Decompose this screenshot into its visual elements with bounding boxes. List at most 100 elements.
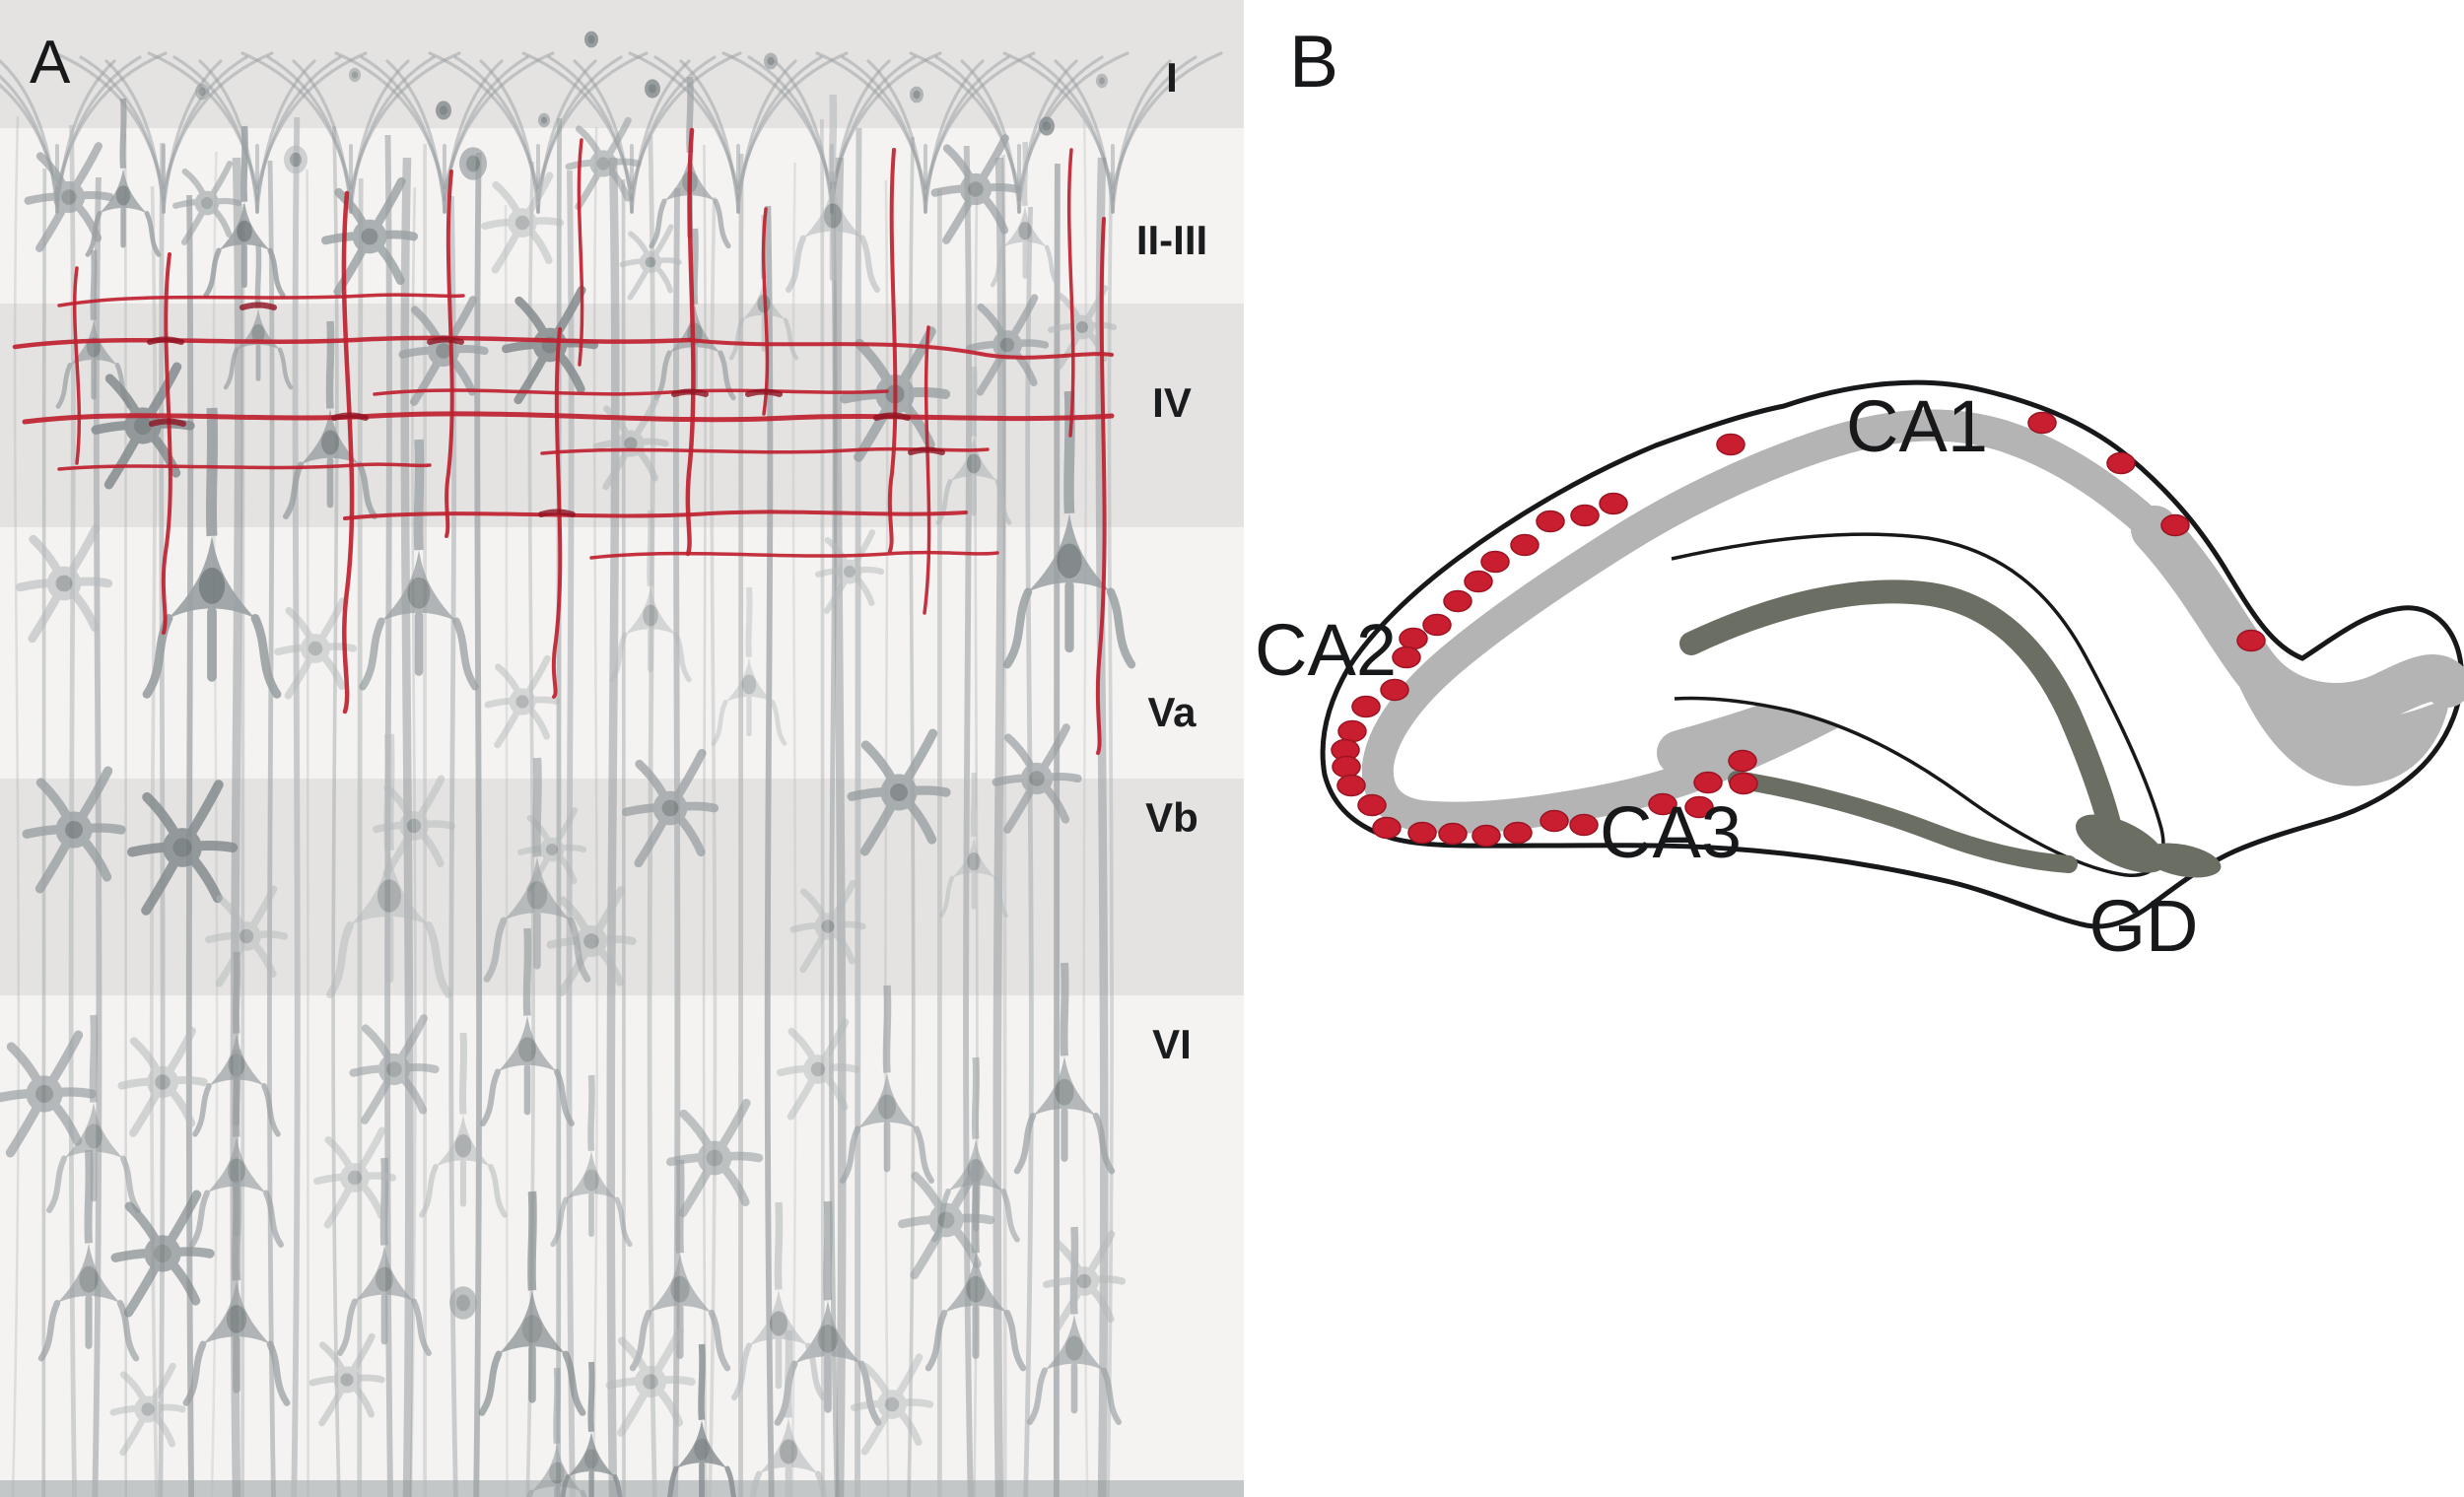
nucleus: [643, 1374, 658, 1390]
red-dot: [1693, 771, 1723, 794]
pyramidal-neuron: [37, 1149, 140, 1362]
stellate-neuron: [0, 1030, 97, 1158]
nucleus: [155, 1074, 171, 1090]
red-dot: [1510, 533, 1540, 557]
stellate-neuron: [897, 1160, 995, 1280]
pyramidal-neuron: [526, 1367, 587, 1497]
nucleus: [596, 157, 610, 170]
nucleus: [237, 220, 252, 242]
layer-label-I: I: [1166, 54, 1178, 101]
pyramidal-neuron: [750, 1329, 827, 1497]
region-label-GD: GD: [2089, 885, 2199, 967]
nucleus: [377, 879, 401, 913]
pyramidal-neuron: [478, 1191, 586, 1416]
nucleus: [154, 1245, 171, 1262]
nucleus: [321, 430, 339, 455]
pyramidal-neuron: [483, 757, 591, 983]
nucleus: [583, 1169, 599, 1191]
nucleus: [347, 1170, 363, 1186]
region-label-CA1: CA1: [1846, 385, 1988, 467]
nucleus: [515, 695, 529, 709]
stellate-neuron: [22, 766, 126, 894]
nucleus: [967, 851, 981, 871]
pyramidal-neuron: [419, 1032, 508, 1218]
nucleus: [643, 604, 658, 627]
red-dot: [1480, 550, 1510, 574]
nucleus: [817, 1325, 839, 1353]
nucleus: [386, 1061, 402, 1077]
nucleus: [308, 641, 323, 656]
stellate-neuron: [1043, 1230, 1127, 1332]
red-dot: [1336, 774, 1366, 797]
stellate-neuron: [850, 1353, 934, 1456]
stellate-neuron: [117, 1027, 208, 1137]
neuron-somas: [0, 31, 1136, 1497]
nucleus: [251, 323, 265, 343]
red-dot: [1332, 755, 1361, 779]
nucleus: [878, 1094, 896, 1120]
red-dot: [1728, 749, 1757, 773]
stellate-neuron: [349, 1014, 440, 1124]
small-cell: [584, 31, 598, 48]
nucleus: [583, 933, 599, 949]
nucleus: [436, 343, 451, 359]
dentate-granule-layer: [1679, 579, 2222, 878]
red-dot: [1422, 613, 1452, 637]
stellate-neuron: [605, 1327, 696, 1437]
layer-label-Vb: Vb: [1145, 794, 1198, 841]
small-cell: [764, 52, 778, 70]
red-dot: [1337, 719, 1367, 743]
small-cell: [349, 67, 361, 83]
stellate-neuron: [308, 1332, 385, 1427]
subiculum-band: [2131, 506, 2464, 730]
nucleus: [966, 1275, 986, 1303]
red-dot: [1540, 809, 1569, 833]
stellate-neuron: [847, 728, 951, 856]
red-dot: [1472, 824, 1501, 848]
nucleus: [361, 228, 378, 245]
stellate-neuron: [126, 780, 239, 916]
pyramidal-neuron: [938, 772, 1009, 919]
nucleus: [55, 575, 73, 592]
nucleus: [85, 1123, 103, 1149]
stellate-neuron: [776, 1018, 860, 1121]
pyramidal-neuron: [560, 1361, 623, 1497]
nucleus: [454, 1134, 472, 1158]
nucleus: [201, 197, 213, 209]
red-dot: [1380, 678, 1409, 702]
pyramidal-neuron: [283, 320, 377, 519]
nucleus: [583, 1449, 599, 1469]
nucleus: [172, 838, 192, 857]
pyramidal-neuron: [935, 366, 1012, 525]
nucleus: [340, 1373, 354, 1387]
nucleus: [966, 453, 982, 474]
nucleus: [376, 1266, 393, 1292]
red-fiber-plexus: [12, 127, 1115, 755]
vertical-dendrites: [11, 115, 1114, 1497]
small-cell: [910, 86, 924, 103]
red-dot: [1464, 570, 1493, 593]
stellate-neuron: [789, 879, 866, 974]
nucleus: [79, 1265, 99, 1293]
nucleus: [884, 1396, 900, 1412]
nucleus: [670, 1275, 690, 1303]
red-dot: [1599, 492, 1628, 515]
stellate-neuron: [621, 748, 719, 868]
nucleus: [546, 844, 558, 855]
nucleus: [226, 1305, 247, 1333]
nucleus: [770, 1311, 787, 1336]
panel-a-bottom-strip: [0, 1480, 1244, 1497]
panel-letter-b: B: [1289, 20, 1338, 102]
nucleus: [661, 799, 679, 817]
pyramidal-neuron: [990, 141, 1061, 288]
red-dot: [1570, 504, 1600, 527]
pyramidal-neuron: [666, 1343, 737, 1497]
nucleus: [1018, 221, 1032, 240]
stellate-neuron: [480, 171, 565, 274]
small-cell: [284, 145, 308, 174]
stellate-neuron: [665, 1098, 764, 1218]
stellate-neuron: [372, 775, 456, 877]
small-cell: [1039, 116, 1055, 136]
